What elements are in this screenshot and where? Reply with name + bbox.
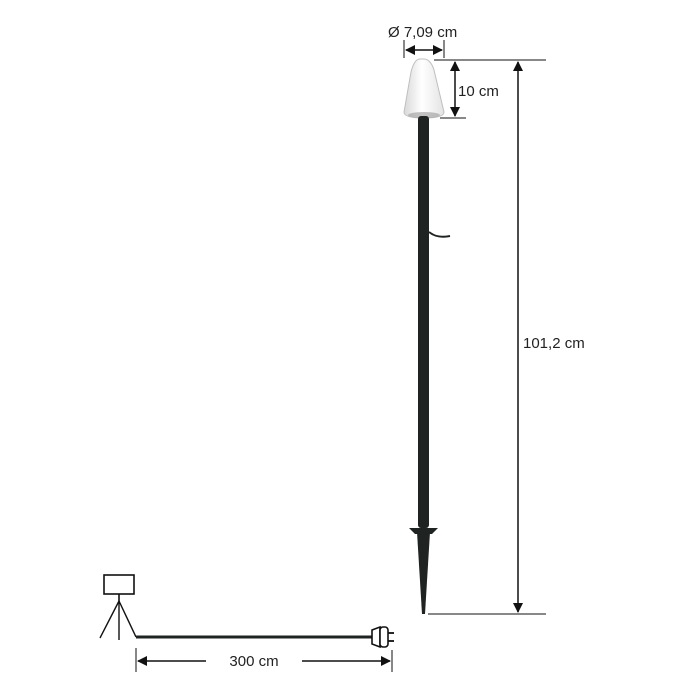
plug-icon bbox=[371, 625, 394, 649]
shade-height-dimension: 10 cm bbox=[434, 59, 546, 119]
lamp-shade bbox=[403, 58, 445, 119]
spotlight-tripod-icon bbox=[99, 574, 137, 640]
shade-height-label: 10 cm bbox=[458, 83, 499, 100]
diameter-label: Ø 7,09 cm bbox=[388, 24, 457, 41]
total-height-dimension: 101,2 cm bbox=[428, 61, 585, 615]
total-height-label: 101,2 cm bbox=[523, 335, 585, 352]
cable-length-dimension: 300 cm bbox=[135, 648, 393, 672]
cable-length-label: 300 cm bbox=[229, 653, 278, 670]
lamp-pole bbox=[409, 116, 451, 614]
diameter-dimension: Ø 7,09 cm bbox=[388, 24, 457, 58]
